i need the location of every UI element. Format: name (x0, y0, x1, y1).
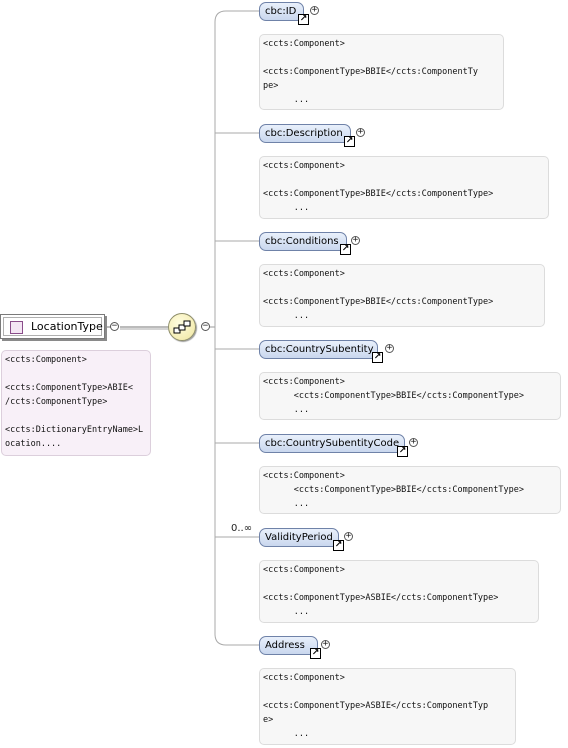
element-address[interactable]: Address (259, 636, 318, 655)
root-annotation: <ccts:Component> <ccts:ComponentType>ABI… (1, 350, 151, 456)
reference-arrow-icon: ↗ (397, 446, 408, 457)
location-type-node[interactable]: LocationType (0, 314, 105, 339)
address-annotation: <ccts:Component> <ccts:ComponentType>ASB… (259, 668, 516, 745)
reference-arrow-icon: ↗ (298, 14, 309, 25)
element-cbc-id[interactable]: cbc:ID (259, 2, 304, 21)
expand-cbc-description-toggle[interactable]: + (356, 127, 365, 137)
complex-type-icon (10, 321, 23, 334)
cbc-country-subentity-annotation: <ccts:Component> <ccts:ComponentType>BBI… (259, 372, 561, 420)
element-cbc-description[interactable]: cbc:Description (259, 124, 351, 143)
root-label: LocationType (31, 320, 103, 333)
reference-arrow-icon: ↗ (333, 540, 344, 551)
expand-cbc-country-subentity-code-toggle[interactable]: + (409, 437, 418, 447)
cbc-description-annotation: <ccts:Component> <ccts:ComponentType>BBI… (259, 156, 549, 219)
element-validity-period[interactable]: ValidityPeriod (259, 528, 339, 547)
expand-cbc-country-subentity-toggle[interactable]: + (385, 343, 394, 353)
expand-cbc-conditions-toggle[interactable]: + (351, 235, 360, 245)
element-cbc-conditions[interactable]: cbc:Conditions (259, 232, 347, 251)
element-cbc-country-subentity-code[interactable]: cbc:CountrySubentityCode (259, 434, 405, 453)
validity-period-annotation: <ccts:Component> <ccts:ComponentType>ASB… (259, 560, 539, 623)
expand-address-toggle[interactable]: + (321, 639, 330, 649)
element-cbc-country-subentity[interactable]: cbc:CountrySubentity (259, 340, 378, 359)
reference-arrow-icon: ↗ (372, 352, 383, 363)
cbc-conditions-annotation: <ccts:Component> <ccts:ComponentType>BBI… (259, 264, 545, 327)
collapse-sequence-toggle[interactable]: − (201, 321, 210, 331)
expand-cbc-id-toggle[interactable]: + (310, 5, 319, 15)
reference-arrow-icon: ↗ (310, 648, 321, 659)
cbc-id-annotation: <ccts:Component> <ccts:ComponentType>BBI… (259, 34, 504, 110)
collapse-root-toggle[interactable]: − (110, 321, 119, 331)
reference-arrow-icon: ↗ (344, 136, 355, 147)
cbc-country-subentity-code-annotation: <ccts:Component> <ccts:ComponentType>BBI… (259, 466, 561, 514)
occurrence-label: 0..∞ (231, 523, 253, 534)
expand-validity-period-toggle[interactable]: + (344, 531, 353, 541)
sequence-compositor-icon[interactable] (168, 313, 196, 341)
reference-arrow-icon: ↗ (340, 244, 351, 255)
